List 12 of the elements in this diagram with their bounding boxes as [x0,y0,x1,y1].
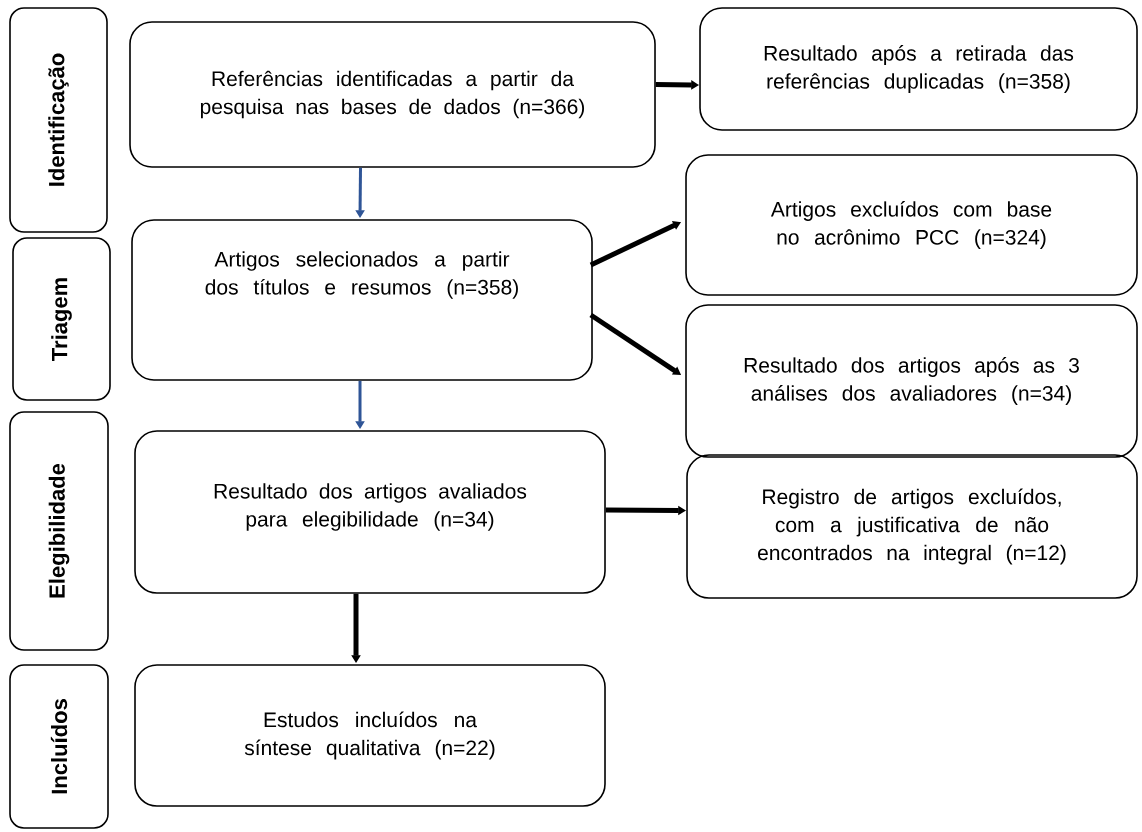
stage-box: Incluídos [9,664,109,829]
process-box: Estudos incluídos na síntese qualitativa (n=22) [134,664,606,807]
stage-box: Identificação [9,7,108,233]
process-box: Referências identificadas a partir da pesquisa nas bases de dados (n=366) [129,21,656,168]
process-box: Registro de artigos excluídos, com a justificativa de não encontrados na integral (n=12) [686,454,1138,599]
stage-box: Elegibilidade [9,411,109,651]
stage-box: Triagem [12,237,111,401]
process-box: Artigos selecionados a partir dos títulos e resumos (n=358) [131,219,593,381]
process-box: Resultado dos artigos avaliados para elegibilidade (n=34) [134,430,606,594]
process-box: Artigos excluídos com base no acrônimo PCC (n=324) [685,154,1138,296]
process-box: Resultado após a retirada das referências duplicadas (n=358) [699,7,1138,131]
process-box: Resultado dos artigos após as 3 análises dos avaliadores (n=34) [685,304,1138,458]
